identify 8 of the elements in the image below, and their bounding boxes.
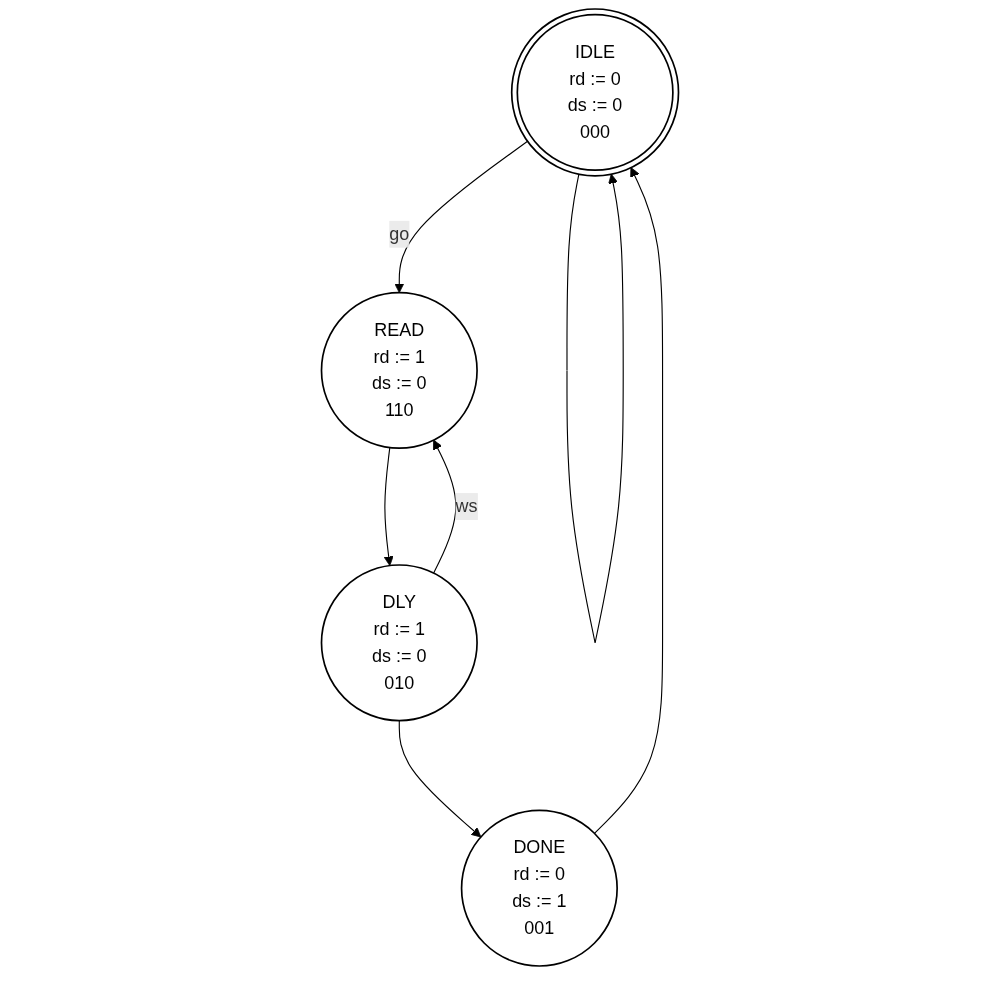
- arrow: [394, 140, 529, 294]
- node-circle: DONE rd := 0 ds := 1 001: [460, 809, 618, 967]
- node-circle: READ rd := 1 ds := 0 110: [320, 291, 478, 450]
- arrow: [383, 447, 394, 567]
- node-circle: IDLE rd := 0 ds := 0 000: [510, 8, 680, 177]
- arrow: [398, 720, 482, 838]
- node-circle: DLY rd := 1 ds := 0 010: [320, 564, 478, 722]
- edge-label: go: [389, 224, 410, 244]
